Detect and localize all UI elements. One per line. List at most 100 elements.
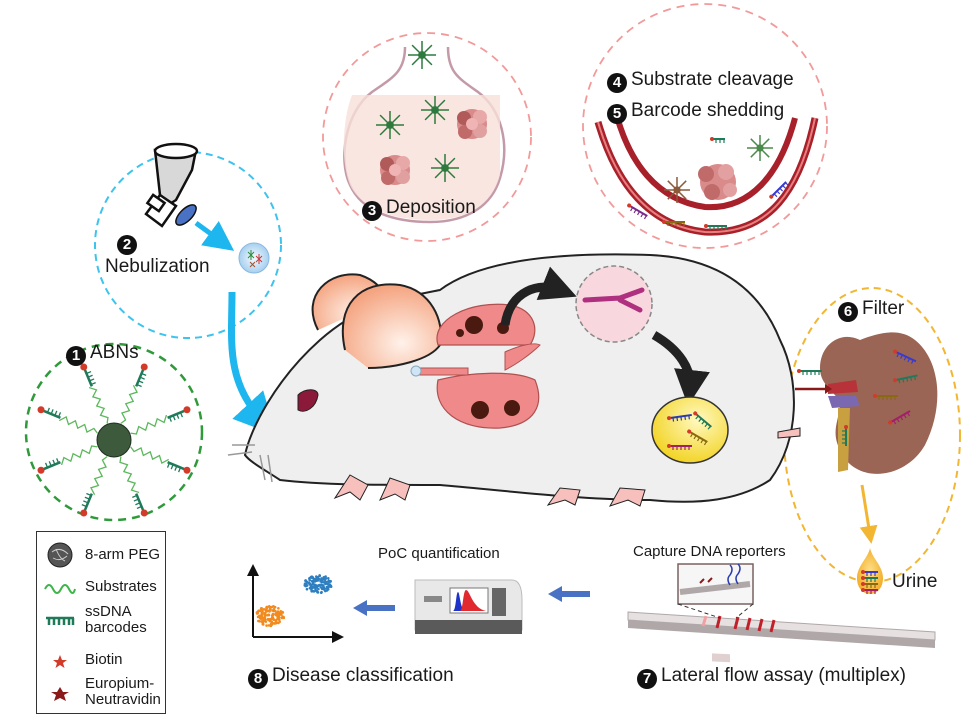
step-7-text: Lateral flow assay (multiplex) (661, 665, 906, 686)
scatter-point (260, 614, 263, 617)
barcode-comb-icon (893, 374, 918, 384)
urine-flow-arrow (859, 484, 878, 544)
step-3-badge: 3 (362, 201, 382, 221)
scatter-point (315, 586, 318, 589)
scatter-point (318, 574, 322, 578)
barcode-comb-icon (861, 582, 878, 588)
scatter-point (323, 578, 327, 582)
scatter-point (265, 613, 269, 617)
step-4-badge: 4 (607, 73, 627, 93)
scatter-point (322, 584, 325, 587)
circulation-arrow-1 (500, 266, 577, 326)
scatter-point (272, 622, 276, 625)
scatter-point (317, 584, 321, 587)
scatter-point (271, 605, 274, 609)
classification-plot (247, 564, 344, 643)
tumor-cluster-icon (380, 155, 410, 185)
scatter-point (271, 613, 275, 617)
step-3-text: Deposition (386, 197, 476, 218)
step-2-badge-wrap: 2 (117, 232, 141, 255)
scatter-point (267, 624, 271, 627)
capture-zoom-inset (677, 563, 754, 619)
scatter-point (305, 581, 308, 585)
step-1-text: ABNs (90, 342, 139, 363)
nebulize-arrow (194, 220, 235, 251)
nanoparticle-icon (376, 111, 404, 139)
step-2-badge: 2 (117, 235, 137, 255)
nanoparticle-icon (664, 177, 690, 203)
scatter-point (326, 576, 330, 580)
biotin-star-icon (140, 363, 148, 371)
circulation-arrow-2 (651, 331, 710, 406)
scatter-point (282, 615, 285, 619)
nanoparticle-icon (408, 41, 436, 69)
scatter-point (309, 575, 313, 579)
capture-label: Capture DNA reporters (633, 543, 786, 560)
peg-core-icon (96, 422, 132, 458)
scatter-point (312, 577, 316, 581)
urine-label: Urine (892, 571, 938, 592)
scatter-point (314, 583, 317, 587)
scatter-point (268, 608, 271, 612)
legend-label-biotin: Biotin (85, 651, 123, 668)
biotin-star-icon (37, 406, 45, 414)
inhalation-arrow (227, 291, 277, 436)
barcode-comb-icon (797, 369, 822, 375)
scatter-point (261, 620, 265, 623)
nanoparticle-icon (431, 154, 459, 182)
step-2-text: Nebulization (105, 256, 210, 277)
legend-label-peg: 8-arm PEG (85, 546, 161, 563)
scatter-point (305, 587, 309, 591)
deposition-circle (322, 32, 532, 242)
barcode-comb-icon (667, 444, 692, 450)
scatter-point (259, 617, 263, 621)
scatter-point (321, 578, 324, 581)
scatter-point (272, 609, 275, 612)
scatter-point (316, 591, 320, 594)
scatter-point (262, 608, 266, 611)
scatter-point (256, 611, 260, 615)
step-5-text: Barcode shedding (631, 100, 785, 121)
scatter-point (308, 577, 311, 581)
scatter-point (328, 585, 331, 588)
scatter-point (303, 584, 307, 587)
biotin-star-icon (37, 466, 45, 474)
scatter-point (325, 586, 329, 590)
barcode-comb-icon (627, 203, 648, 220)
scatter-point (312, 582, 315, 585)
scatter-point (323, 587, 326, 591)
biotin-star-icon (80, 363, 88, 371)
cluster-orange (255, 605, 286, 628)
scatter-point (277, 607, 280, 610)
step-6-text: Filter (862, 298, 905, 319)
scatter-point (266, 618, 270, 621)
ssdna-comb-icon (46, 616, 75, 625)
scatter-point (304, 579, 307, 583)
legend-item-europium: Europium-Neutravidin (37, 674, 165, 712)
scatter-point (276, 617, 279, 621)
scatter-point (320, 590, 323, 594)
legend-item-biotin: Biotin (37, 646, 165, 676)
barcode-comb-icon (893, 349, 917, 364)
barcode-comb-icon (710, 137, 725, 143)
legend-box: 8-arm PEG Substrates ssDNA barcodes Biot… (36, 531, 166, 714)
scatter-point (257, 609, 261, 613)
scatter-point (258, 614, 261, 618)
poc-label: PoC quantification (378, 545, 500, 562)
poc-reader-device (414, 579, 523, 634)
barcode-comb-icon (667, 413, 692, 422)
nanoparticle-icon (747, 135, 773, 161)
scatter-point (263, 613, 267, 616)
barcode-comb-icon (687, 429, 708, 446)
barcode-comb-icon (662, 220, 685, 226)
step-4-text: Substrate cleavage (631, 69, 794, 90)
cleavage-circle (582, 3, 828, 249)
scatter-point (317, 587, 320, 591)
barcode-comb-icon (842, 425, 848, 446)
step-5-badge: 5 (607, 104, 627, 124)
